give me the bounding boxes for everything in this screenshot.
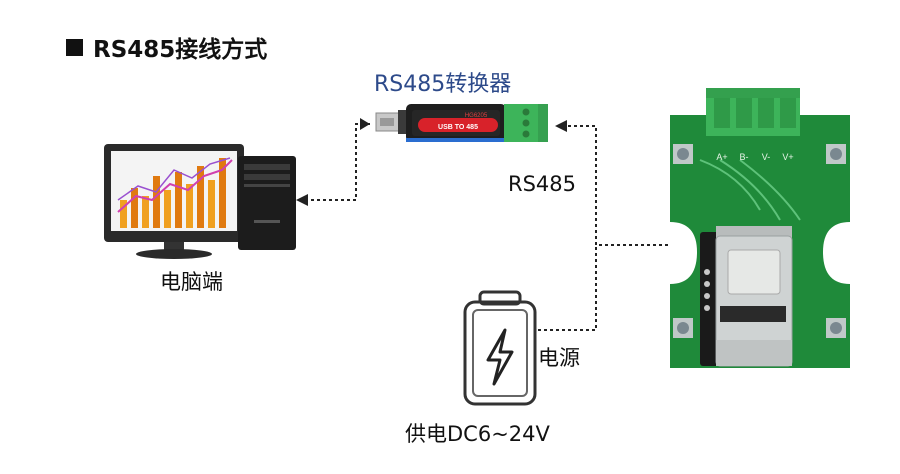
lightning-icon <box>486 328 514 386</box>
svg-text:USB TO 485: USB TO 485 <box>438 124 478 131</box>
svg-text:V-: V- <box>762 152 771 162</box>
heading-square-icon <box>66 38 83 56</box>
svg-text:HG6205: HG6205 <box>465 113 488 119</box>
usb-converter-icon: USB TO 485 HG6205 <box>375 104 548 142</box>
converter-title: RS485转换器 <box>374 72 512 97</box>
rs485-link-label: RS485 <box>508 172 577 196</box>
arrow-from-converter-icon <box>360 118 370 130</box>
computer-label: 电脑端 <box>160 270 223 294</box>
svg-text:B-: B- <box>740 152 749 162</box>
svg-text:V+: V+ <box>782 152 793 162</box>
arrow-to-converter-icon <box>555 120 567 132</box>
arrow-to-computer-icon <box>296 194 308 206</box>
sensor-board-icon: A+ B- V- V+ <box>670 88 850 368</box>
section-heading: RS485接线方式 <box>66 30 267 64</box>
computer-icon <box>104 144 296 259</box>
power-label: 电源 <box>538 346 580 370</box>
svg-text:A+: A+ <box>716 152 727 162</box>
battery-icon <box>463 290 537 406</box>
power-spec-label: 供电DC6~24V <box>405 422 550 446</box>
connection-lines <box>306 123 668 331</box>
heading-title: RS485接线方式 <box>93 37 268 63</box>
